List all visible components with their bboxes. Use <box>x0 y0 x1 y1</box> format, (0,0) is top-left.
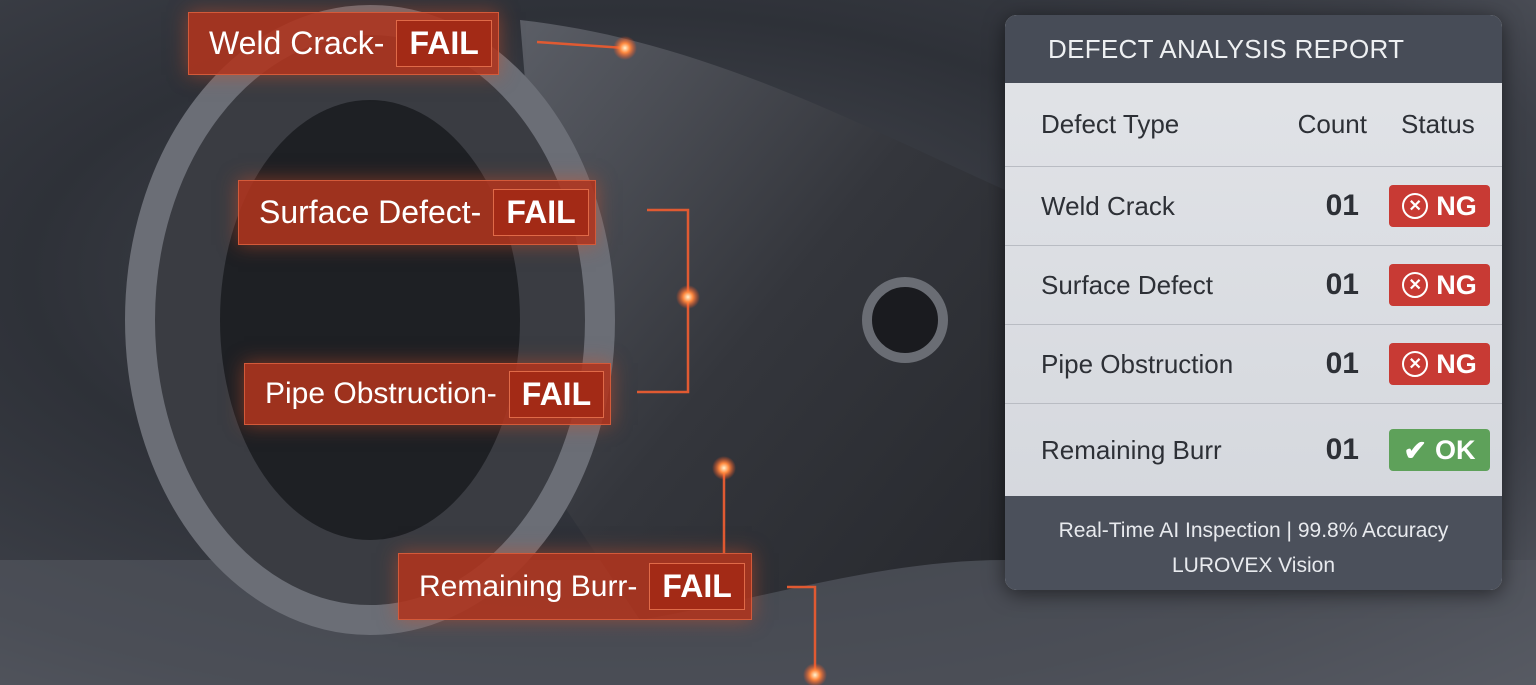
defect-count: 01 <box>1325 189 1359 222</box>
x-circle-icon: ✕ <box>1402 351 1429 377</box>
defect-hotspots <box>613 36 827 685</box>
defect-type: Surface Defect <box>1041 269 1213 300</box>
defect-type: Remaining Burr <box>1041 434 1222 465</box>
checkmark-icon: ✔ <box>1403 434 1427 466</box>
callout-sep: - <box>470 194 482 230</box>
fail-tag: FAIL <box>493 189 589 236</box>
fail-tag: FAIL <box>508 370 605 418</box>
defect-count: 01 <box>1325 433 1359 466</box>
col-status: Status <box>1401 109 1475 139</box>
defect-report-panel: DEFECT ANALYSIS REPORT Defect Type Count… <box>1005 15 1502 590</box>
status-badge-ng: ✕ NG <box>1389 264 1490 306</box>
x-circle-icon: ✕ <box>1402 193 1429 219</box>
fail-tag: FAIL <box>649 563 745 610</box>
status-text: OK <box>1434 434 1476 465</box>
callout-sep: - <box>373 25 385 61</box>
footer-brand: LUROVEX Vision <box>1171 554 1336 577</box>
callout-weld-crack: Weld Crack - FAIL <box>188 12 499 75</box>
status-badge-ok: ✔OK <box>1389 429 1490 471</box>
x-circle-icon: ✕ <box>1402 272 1429 298</box>
col-defect-type: Defect Type <box>1041 109 1180 139</box>
table-row: Weld Crack 01 ✕ NG <box>1005 167 1502 246</box>
callout-name: Remaining Burr <box>419 569 628 603</box>
defect-type: Weld Crack <box>1041 190 1175 221</box>
col-count: Count <box>1297 109 1367 139</box>
defect-count: 01 <box>1325 347 1359 380</box>
table-row: Surface Defect 01 ✕ NG <box>1005 246 1502 325</box>
callout-remaining-burr: Remaining Burr - FAIL <box>398 553 752 620</box>
status-text: NG <box>1436 348 1477 379</box>
report-footer: Real-Time AI Inspection | 99.8% Accuracy… <box>1005 496 1502 590</box>
table-row: Pipe Obstruction 01 ✕ NG <box>1005 325 1502 404</box>
callout-sep: - <box>627 569 638 603</box>
table-row: Remaining Burr 01 ✔OK <box>1005 404 1502 496</box>
axle-housing-body <box>520 20 1005 620</box>
callout-name: Weld Crack <box>209 25 374 61</box>
status-badge-ng: ✕ NG <box>1389 185 1490 227</box>
callout-pipe-obstruction: Pipe Obstruction - FAIL <box>244 363 612 425</box>
defect-count: 01 <box>1325 268 1359 301</box>
footer-accuracy: Real-Time AI Inspection | 99.8% Accuracy <box>1058 519 1449 542</box>
fail-tag: FAIL <box>396 20 492 67</box>
callout-connector-lines <box>536 40 817 675</box>
callout-name: Surface Defect <box>259 194 471 230</box>
callout-name: Pipe Obstruction <box>265 377 487 410</box>
status-badge-ng: ✕ NG <box>1389 343 1490 385</box>
callout-surface-defect: Surface Defect - FAIL <box>238 180 596 245</box>
defect-type: Pipe Obstruction <box>1041 348 1234 379</box>
report-title: DEFECT ANALYSIS REPORT <box>1005 15 1502 83</box>
table-header: Defect Type Count Status <box>1005 83 1502 167</box>
callout-sep: - <box>486 377 497 410</box>
status-text: NG <box>1436 190 1477 221</box>
status-text: NG <box>1436 269 1477 300</box>
